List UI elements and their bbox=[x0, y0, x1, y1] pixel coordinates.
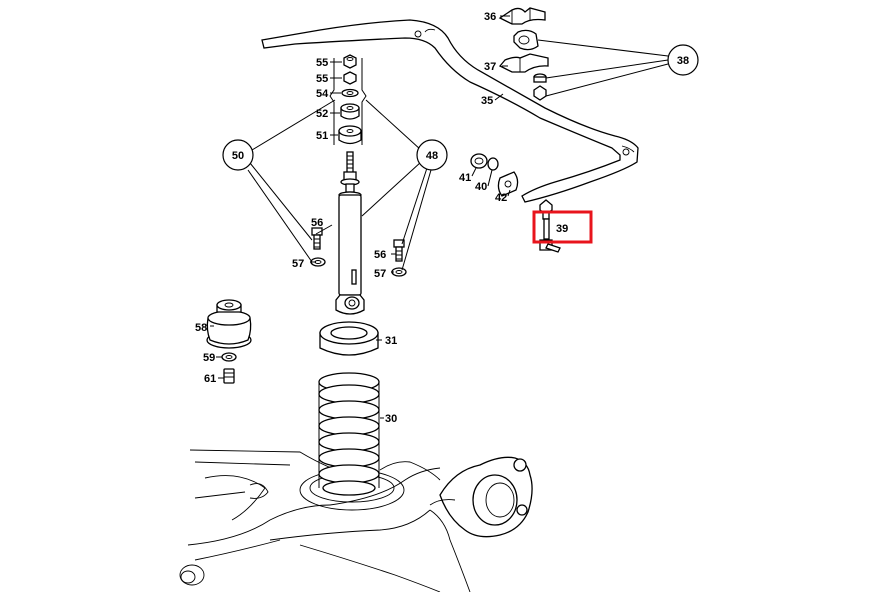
label-52: 52 bbox=[316, 108, 328, 120]
label-35: 35 bbox=[481, 95, 493, 107]
label-61: 61 bbox=[204, 373, 216, 385]
nut-37 bbox=[533, 73, 547, 101]
label-36: 36 bbox=[484, 11, 496, 23]
rubber-mount bbox=[513, 29, 539, 51]
label-54: 54 bbox=[316, 88, 329, 100]
bolt-right bbox=[391, 239, 407, 277]
bushing-41 bbox=[470, 153, 488, 169]
label-42: 42 bbox=[495, 192, 507, 204]
label-41: 41 bbox=[459, 172, 471, 184]
clamp-bracket-36 bbox=[498, 7, 546, 25]
callout-50-label: 50 bbox=[232, 150, 244, 162]
label-55-top: 55 bbox=[316, 57, 328, 69]
label-56-left: 56 bbox=[311, 217, 323, 229]
label-51: 51 bbox=[316, 130, 328, 142]
label-57-left: 57 bbox=[292, 258, 304, 270]
clamp-bracket-37 bbox=[498, 53, 549, 73]
callout-48: 48 bbox=[416, 139, 448, 171]
washer-40 bbox=[487, 157, 499, 171]
bolt-left bbox=[310, 227, 326, 267]
highlight-box-39[interactable] bbox=[532, 210, 593, 244]
label-55-second: 55 bbox=[316, 73, 328, 85]
shock-absorber bbox=[335, 151, 365, 315]
callout-50: 50 bbox=[222, 139, 254, 171]
callout-38: 38 bbox=[667, 44, 699, 76]
steering-knuckle bbox=[429, 456, 533, 538]
lower-control-arm bbox=[179, 449, 471, 592]
label-57-right: 57 bbox=[374, 268, 386, 280]
leader-lines bbox=[210, 15, 669, 419]
bump-stop bbox=[206, 299, 252, 349]
label-56-right: 56 bbox=[374, 249, 386, 261]
washer-59 bbox=[221, 352, 237, 362]
coil-spring bbox=[318, 372, 380, 496]
label-30: 30 bbox=[385, 413, 397, 425]
callout-38-label: 38 bbox=[677, 55, 689, 67]
label-40: 40 bbox=[475, 181, 487, 193]
shock-mount-stack bbox=[329, 54, 367, 145]
callout-48-label: 48 bbox=[426, 150, 438, 162]
label-31: 31 bbox=[385, 335, 397, 347]
label-37: 37 bbox=[484, 61, 496, 73]
spring-seat bbox=[319, 321, 379, 356]
bracket-42 bbox=[497, 171, 519, 197]
label-58: 58 bbox=[195, 322, 207, 334]
label-59: 59 bbox=[203, 352, 215, 364]
label-39: 39 bbox=[556, 223, 568, 235]
nut-61 bbox=[223, 368, 235, 384]
stabilizer-bar bbox=[261, 19, 639, 203]
